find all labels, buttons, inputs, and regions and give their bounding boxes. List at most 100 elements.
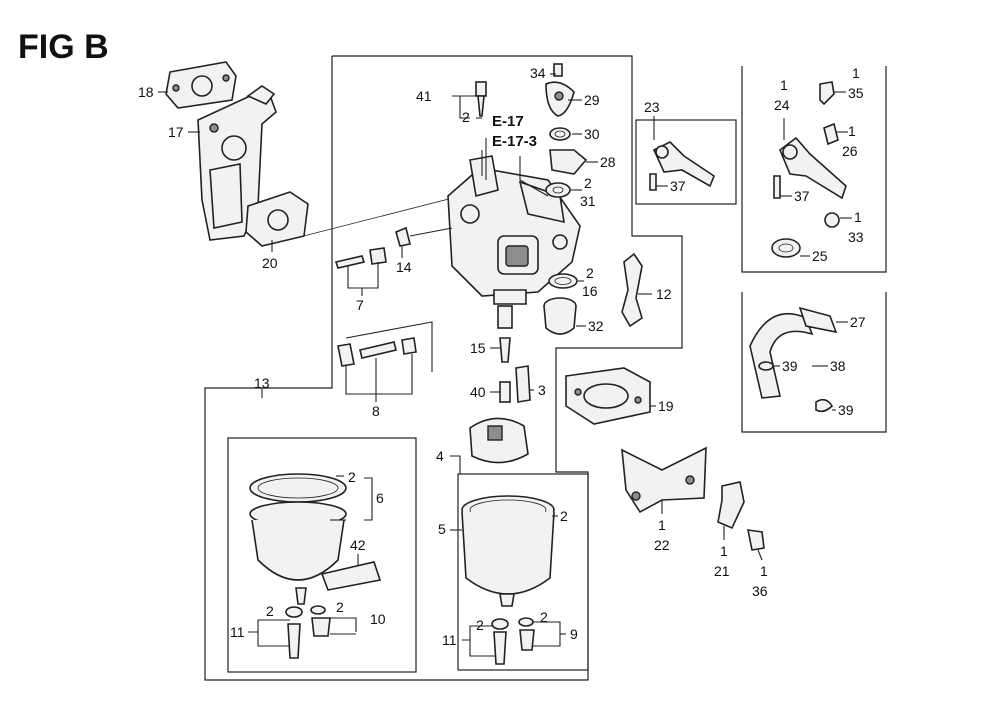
callout-8: 8 (372, 403, 380, 419)
callout-29: 29 (584, 92, 600, 108)
o-ring-16 (548, 273, 578, 289)
callout-35-qty: 1 (852, 65, 860, 81)
callout-9: 9 (570, 626, 578, 642)
choke-plate-29 (545, 81, 575, 117)
callout-34: 34 (530, 65, 546, 81)
callout-26-qty: 1 (848, 123, 856, 139)
callout-40: 40 (470, 384, 486, 400)
drain-screws-right-9-11 (491, 617, 535, 665)
choke-lever-box (635, 119, 737, 205)
leader-e17-3-b (519, 179, 549, 197)
spring-26 (823, 122, 839, 146)
spring-25 (771, 238, 801, 258)
callout-41-qty: 2 (462, 109, 470, 125)
callout-12: 12 (656, 286, 672, 302)
callout-31-qty: 2 (584, 175, 592, 191)
callout-33: 33 (848, 229, 864, 245)
spring-30 (549, 127, 571, 141)
callout-11-right-qty: 2 (476, 617, 484, 633)
callout-6: 6 (376, 490, 384, 506)
callout-7: 7 (356, 297, 364, 313)
choke-arm-28 (549, 149, 588, 175)
callout-4: 4 (436, 448, 444, 464)
callout-27: 27 (850, 314, 866, 330)
callout-10: 10 (370, 611, 386, 627)
callout-3: 3 (538, 382, 546, 398)
ref-e17-3: E-17-3 (492, 133, 537, 150)
callout-37-right: 37 (794, 188, 810, 204)
ref-e17: E-17 (492, 113, 524, 130)
float-32 (543, 297, 577, 335)
callout-28: 28 (600, 154, 616, 170)
callout-36: 36 (752, 583, 768, 599)
callout-15: 15 (470, 340, 486, 356)
callout-39-upper: 39 (782, 358, 798, 374)
screw-set-8 (337, 321, 433, 372)
drain-screws-left-10-11 (285, 605, 331, 659)
drain-tube-42 (320, 561, 382, 591)
callout-41: 41 (416, 88, 432, 104)
insulator-gasket-19 (565, 367, 651, 425)
callout-22-qty: 1 (658, 517, 666, 533)
section-borders (204, 55, 887, 681)
callout-38: 38 (830, 358, 846, 374)
screw-35 (819, 81, 835, 106)
clip-39-upper (758, 361, 774, 371)
washer-31 (545, 182, 571, 198)
callout-16-qty: 2 (586, 265, 594, 281)
callout-32: 32 (588, 318, 604, 334)
carburetor-body (447, 150, 581, 305)
choke-lever-assembly-23 (649, 141, 715, 191)
clip-39-lower (815, 398, 834, 413)
callout-6-qty: 2 (348, 469, 356, 485)
callout-21-qty: 1 (720, 543, 728, 559)
callout-16: 16 (582, 283, 598, 299)
callout-19: 19 (658, 398, 674, 414)
carburetor-bracket-22 (621, 446, 707, 514)
callout-10-qty: 2 (336, 599, 344, 615)
bowl-kit-box-right (457, 473, 589, 671)
callout-22: 22 (654, 537, 670, 553)
callout-leaders (158, 73, 852, 657)
callout-13: 13 (254, 375, 270, 391)
choke-lever-21 (717, 481, 745, 530)
lever-assembly-24 (773, 136, 847, 200)
figure-title: FIG B (18, 28, 109, 66)
throttle-stop-screw-41 (475, 81, 487, 117)
pilot-jet-14 (395, 226, 453, 247)
spring-40 (499, 381, 511, 403)
bowl-kit-box-left (227, 437, 417, 673)
callout-30: 30 (584, 126, 600, 142)
callout-9-qty: 2 (540, 609, 548, 625)
callout-25: 25 (812, 248, 828, 264)
callout-11-left: 11 (230, 624, 245, 640)
callout-42: 42 (350, 537, 366, 553)
callout-11-right: 11 (442, 632, 457, 648)
gasket-12 (621, 252, 643, 328)
screw-34 (553, 63, 563, 77)
carburetor-gasket-20 (245, 191, 309, 247)
callout-23: 23 (644, 99, 660, 115)
callout-33-qty: 1 (854, 209, 862, 225)
float-bowl-6 (249, 473, 347, 605)
callout-36-qty: 1 (760, 563, 768, 579)
pilot-screw-7 (334, 247, 387, 269)
callout-numbers: 18 17 20 41 2 34 29 30 28 2 31 2 16 32 1… (138, 65, 866, 648)
float-bowl-5 (461, 495, 555, 607)
fuel-tube-38 (749, 313, 814, 399)
callout-5: 5 (438, 521, 446, 537)
callout-17: 17 (168, 124, 184, 140)
callout-20: 20 (262, 255, 278, 271)
callout-21: 21 (714, 563, 730, 579)
insulator-gasket-18 (165, 61, 237, 109)
callout-39-lower: 39 (838, 402, 854, 418)
main-jet-15 (497, 305, 513, 363)
callout-24: 24 (774, 97, 790, 113)
screw-36 (746, 529, 765, 551)
tube-clip-27 (798, 306, 838, 334)
callout-18: 18 (138, 84, 154, 100)
drain-screw-3 (515, 365, 531, 403)
callout-14: 14 (396, 259, 412, 275)
callout-31: 31 (580, 193, 596, 209)
